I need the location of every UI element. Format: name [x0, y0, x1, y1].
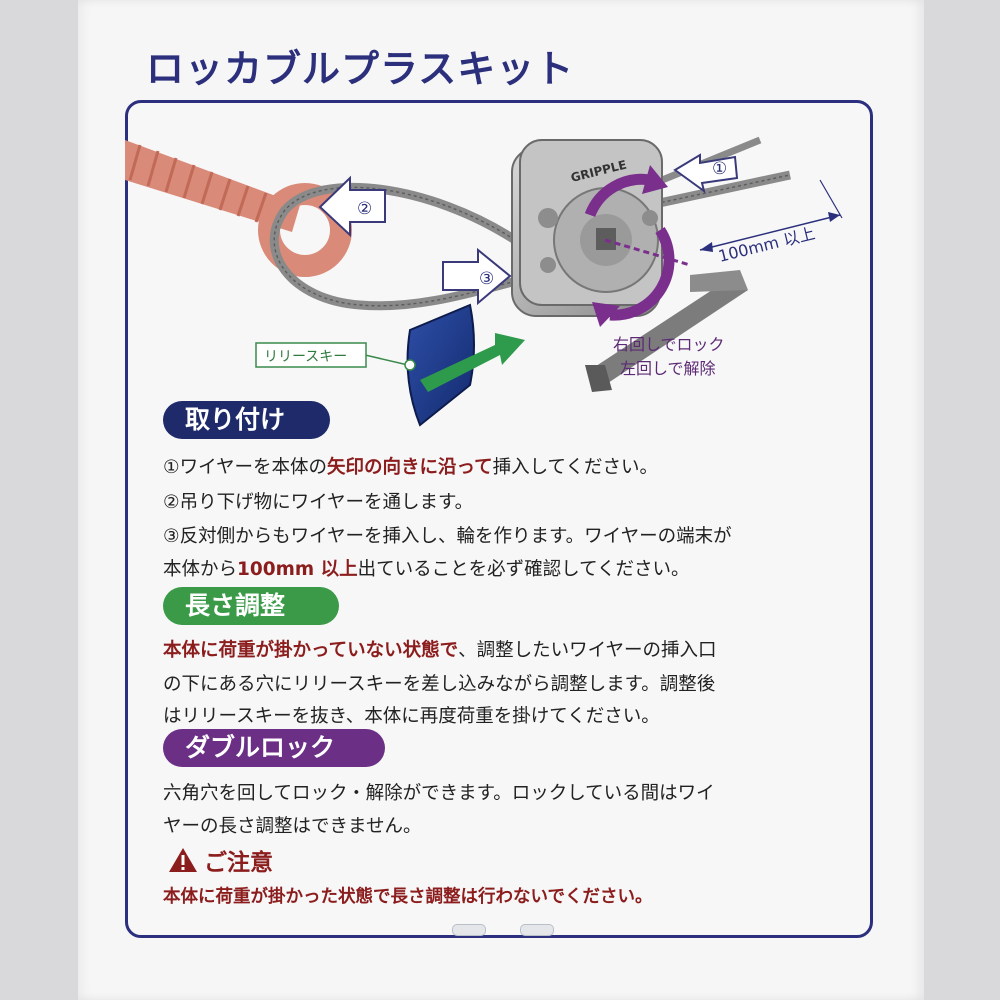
attach-step3: ③反対側からもワイヤーを挿入し、輪を作ります。ワイヤーの端末が	[163, 526, 732, 547]
attach-step1: ①ワイヤーを本体の矢印の向きに沿って挿入してください。	[163, 453, 658, 479]
double-lock-line2: ヤーの長さ調整はできません。	[163, 816, 422, 837]
length-line2: の下にある穴にリリースキーを差し込みながら調整します。調整後	[163, 674, 716, 695]
caution-heading-text: ご注意	[204, 850, 273, 876]
attach-step3-cont: 本体から100mm 以上出ていることを必ず確認してください。	[163, 555, 690, 581]
panel-clip-right	[520, 924, 554, 936]
attach-step1-text-b: 挿入してください。	[492, 457, 659, 478]
caution-heading: ご注意	[168, 843, 273, 877]
length-line3: はリリースキーを抜き、本体に再度荷重を掛けてください。	[163, 706, 660, 727]
length-line1: 本体に荷重が掛かっていない状態で、調整したいワイヤーの挿入口	[163, 636, 717, 662]
section-heading-length: 長さ調整	[163, 587, 339, 625]
attach-step2: ②吊り下げ物にワイヤーを通します。	[163, 492, 474, 513]
attach-step1-text-a: ①ワイヤーを本体の	[163, 457, 328, 478]
attach-step3-text-a: 本体から	[163, 559, 238, 580]
section-heading-double-lock: ダブルロック	[163, 729, 385, 767]
attach-step3-text-b: 出ていることを必ず確認してください。	[357, 559, 690, 580]
length-line1-text: 、調整したいワイヤーの挿入口	[458, 640, 717, 661]
length-highlight: 本体に荷重が掛かっていない状態で	[163, 640, 459, 661]
attach-length-highlight: 100mm 以上	[237, 559, 358, 580]
panel-clip-left	[452, 924, 486, 936]
attach-step1-highlight: 矢印の向きに沿って	[327, 457, 493, 478]
caution-text: 本体に荷重が掛かった状態で長さ調整は行わないでください。	[163, 887, 653, 907]
section-heading-attach: 取り付け	[163, 401, 330, 439]
page-title: ロッカブルプラスキット	[146, 47, 575, 91]
warning-icon	[169, 848, 197, 872]
double-lock-line1: 六角穴を回してロック・解除ができます。ロックしている間はワイ	[163, 783, 715, 804]
